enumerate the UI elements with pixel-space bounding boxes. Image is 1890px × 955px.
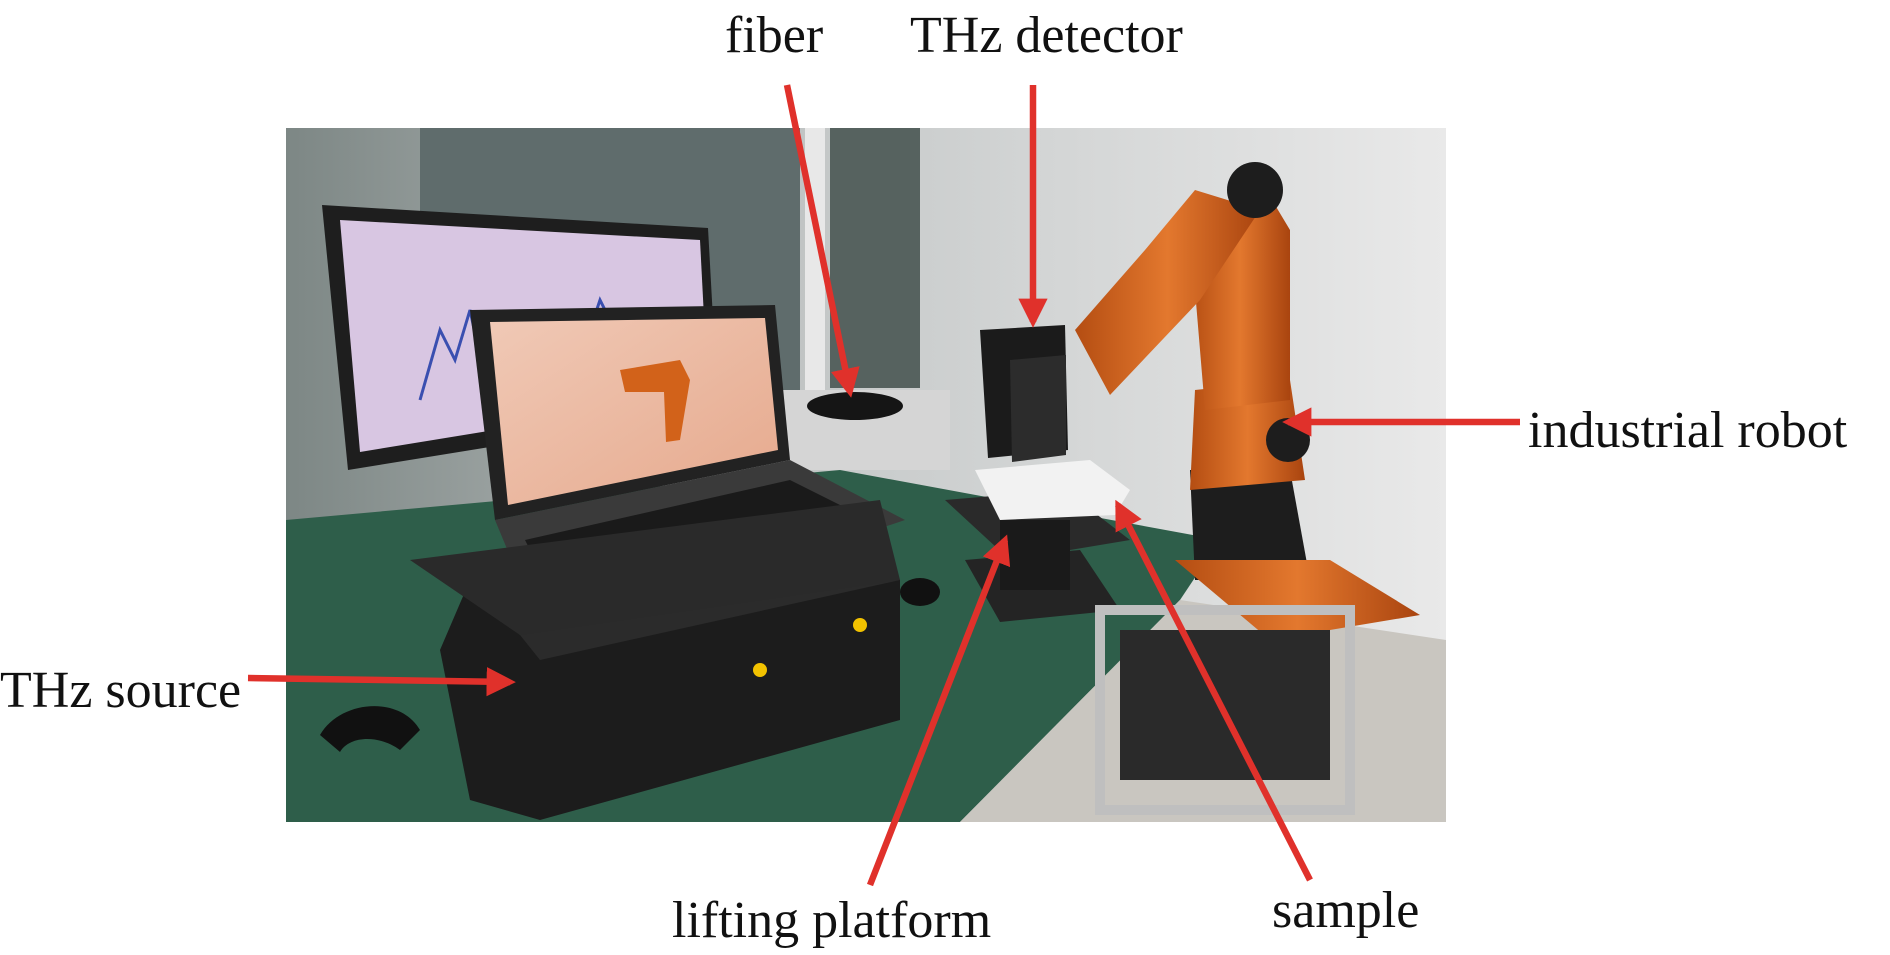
label-thz-detector: THz detector (910, 7, 1183, 64)
label-fiber: fiber (725, 7, 824, 64)
label-lifting-platform: lifting platform (672, 892, 992, 949)
thz-detector-box (980, 325, 1068, 462)
fiber-spool (807, 392, 903, 420)
robot-stand (1095, 605, 1355, 815)
lab-photo (286, 128, 1446, 822)
thz-source-box (410, 500, 900, 820)
lifting-platform-arrow (866, 534, 1011, 887)
sample-block (975, 460, 1130, 520)
industrial-robot (1075, 162, 1420, 640)
fiber-arrow (783, 84, 860, 398)
label-industrial-robot: industrial robot (1528, 402, 1848, 459)
thz-source-arrow (247, 667, 516, 697)
label-sample: sample (1272, 882, 1420, 939)
label-thz-source: THz source (0, 662, 242, 719)
sample-arrow (1115, 499, 1313, 882)
